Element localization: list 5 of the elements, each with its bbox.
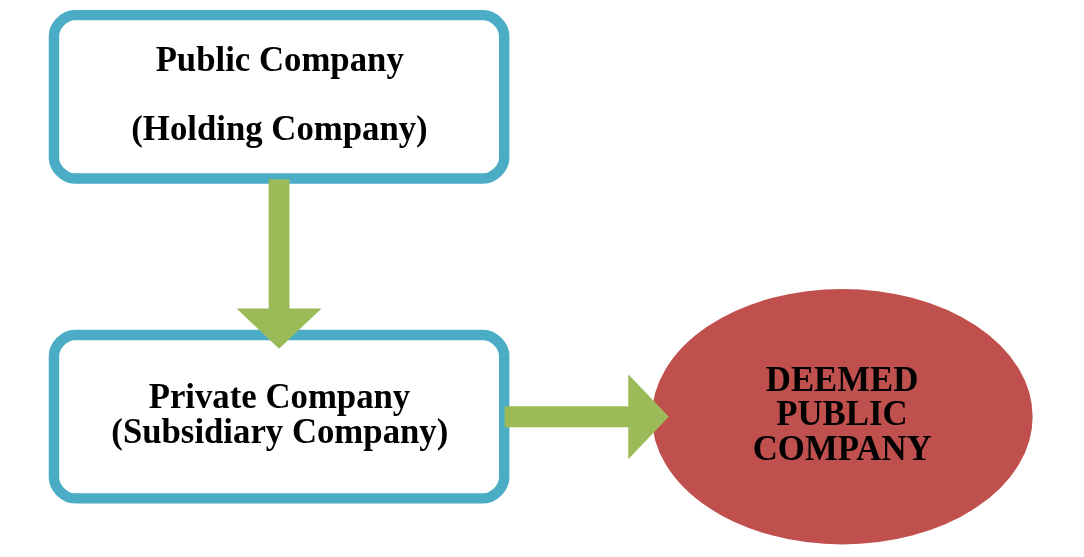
arrow [236,179,322,349]
node-ellipse: DEEMED PUBLIC COMPANY [651,288,1033,545]
node-box: Private Company (Subsidiary Company) [48,329,510,504]
node-box: Public Company (Holding Company) [48,9,510,184]
arrow [504,374,669,460]
